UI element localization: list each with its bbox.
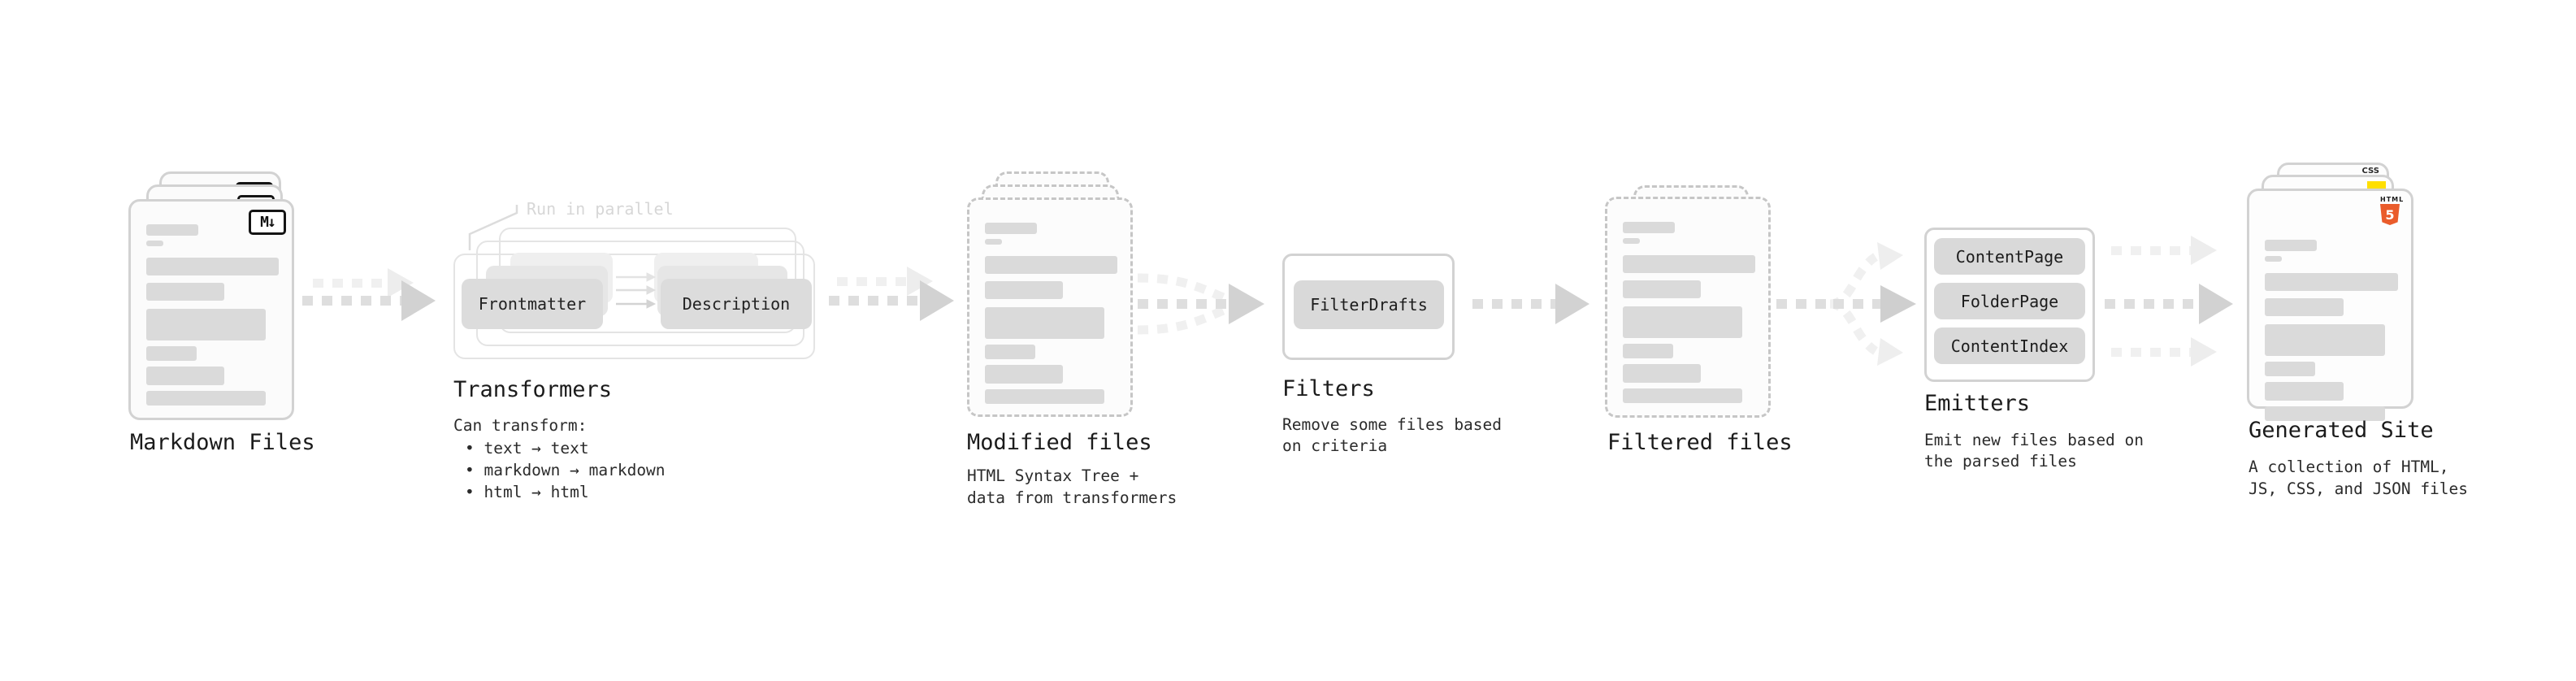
- file-content-placeholder: [1623, 222, 1755, 403]
- transform-bullets: • text → text • markdown → markdown • ht…: [465, 437, 666, 503]
- stage-filters: FilterDrafts Filters Remove some files b…: [1282, 254, 1550, 497]
- flow-arrow: [829, 280, 954, 322]
- file-content-placeholder: [2265, 240, 2398, 421]
- flow-arrow: [1472, 283, 1589, 325]
- stage-transformers: Run in parallel Frontmatter Description …: [453, 199, 835, 524]
- stage-title: Modified files: [967, 430, 1152, 455]
- merge-arrow: [1137, 273, 1264, 335]
- stage-title: Transformers: [453, 377, 613, 402]
- stage-caption: Emit new files based on the parsed files: [1924, 431, 2144, 471]
- stage-caption: Can transform:: [453, 416, 588, 435]
- flow-arrow: [302, 280, 436, 322]
- file-content-placeholder: [146, 224, 279, 406]
- bullet-item: • text → text: [465, 439, 589, 458]
- bullet-item: • markdown → markdown: [465, 461, 666, 479]
- stage-emitters: ContentPage FolderPage ContentIndex Emit…: [1924, 228, 2201, 488]
- folder-page-chip: FolderPage: [1934, 283, 2085, 319]
- description-chip: Description: [661, 279, 812, 329]
- markdown-icon: M↓: [249, 210, 286, 235]
- split-arrow: [1776, 242, 1916, 366]
- stage-title: Filters: [1282, 376, 1375, 401]
- js-icon: [2367, 181, 2386, 190]
- stage-title: Generated Site: [2249, 418, 2434, 443]
- run-in-parallel-leader-line: [468, 205, 518, 250]
- emitters-card: ContentPage FolderPage ContentIndex: [1924, 228, 2095, 382]
- flow-arrow-ghost: [2111, 234, 2217, 267]
- stage-title: Filtered files: [1607, 430, 1793, 455]
- markdown-file-card: M↓: [128, 199, 294, 420]
- stage-title: Emitters: [1924, 391, 2031, 416]
- stage-generated-site: CSS HTML 5 Generated Site A collection o…: [2247, 161, 2572, 518]
- run-in-parallel-annotation: Run in parallel: [527, 199, 674, 219]
- flow-arrow: [2105, 283, 2233, 325]
- filter-drafts-chip: FilterDrafts: [1294, 280, 1444, 329]
- file-content-placeholder: [985, 223, 1117, 404]
- generated-file-card-html: HTML 5: [2247, 189, 2413, 421]
- stage-title: Markdown Files: [130, 430, 315, 455]
- filtered-file-card: [1605, 197, 1771, 418]
- stage-markdown-files: M↓ M↓ M↓ Markdown Files: [128, 171, 397, 513]
- stage-caption: HTML Syntax Tree + data from transformer…: [967, 466, 1177, 507]
- content-index-chip: ContentIndex: [1934, 327, 2085, 364]
- stage-filtered-files: Filtered files: [1605, 185, 1873, 527]
- stage-caption: A collection of HTML, JS, CSS, and JSON …: [2249, 458, 2469, 498]
- modified-file-card: [967, 197, 1133, 417]
- html5-icon: HTML 5: [2380, 196, 2403, 225]
- frontmatter-chip: Frontmatter: [462, 279, 603, 329]
- stage-modified-files: Modified files HTML Syntax Tree + data f…: [967, 171, 1235, 513]
- filters-card: FilterDrafts: [1282, 254, 1455, 360]
- bullet-item: • html → html: [465, 483, 589, 501]
- flow-arrow-ghost: [2111, 336, 2217, 368]
- stage-caption: Remove some files based on criteria: [1282, 415, 1503, 455]
- content-page-chip: ContentPage: [1934, 238, 2085, 275]
- step-arrows: [616, 272, 657, 309]
- transformer-card-outline: [453, 254, 815, 359]
